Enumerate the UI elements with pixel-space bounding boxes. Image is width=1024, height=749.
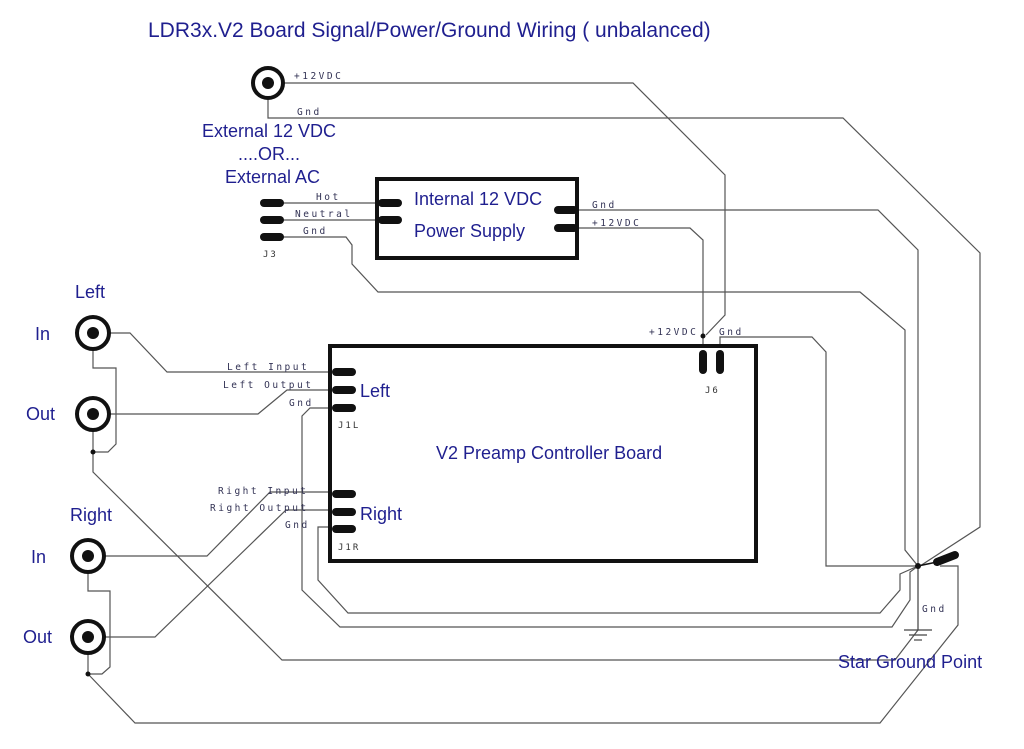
wire-j1l-gnd	[301, 407, 919, 628]
j1l-ref-label: J1L	[338, 421, 360, 431]
psu-title-line1: Internal 12 VDC	[414, 189, 542, 209]
j6-gnd-label: Gnd	[719, 327, 744, 338]
wire-ac-gnd	[272, 236, 919, 567]
wire-right-jack-gnd	[87, 565, 959, 724]
external-dc-jack	[251, 66, 285, 100]
j1r-ref-label: J1R	[338, 543, 360, 553]
psu-title-line2: Power Supply	[414, 221, 525, 241]
j3-neutral-label: Neutral	[295, 209, 353, 220]
wire-ext-gnd	[267, 100, 981, 567]
star-ground-label: Star Ground Point	[838, 652, 982, 672]
right-in-jack	[70, 538, 106, 574]
left-out-label: Out	[26, 404, 55, 424]
left-output-label: Left Output	[223, 380, 313, 391]
j6-12v-label: +12VDC	[649, 327, 698, 338]
diagram-title: LDR3x.V2 Board Signal/Power/Ground Wirin…	[148, 19, 711, 42]
wire-right-input	[95, 491, 340, 557]
j3-ref-label: J3	[263, 250, 278, 260]
right-out-label: Out	[23, 627, 52, 647]
ext-gnd-label: Gnd	[297, 107, 322, 118]
j3-hot-label: Hot	[316, 192, 341, 203]
j3-gnd-label: Gnd	[303, 226, 328, 237]
right-ground-junction	[85, 671, 91, 677]
right-jacks-label: Right	[70, 505, 112, 525]
wire-left-in-gnd	[92, 346, 117, 453]
j3-connector	[260, 199, 284, 241]
psu-gnd-label: Gnd	[592, 200, 617, 211]
j1r-gnd-label: Gnd	[285, 520, 310, 531]
j6-12v-junction	[700, 333, 706, 339]
wire-ext-12v	[280, 82, 726, 336]
left-ground-junction	[90, 449, 96, 455]
left-in-label: In	[35, 324, 50, 344]
wire-j1r-gnd	[317, 526, 919, 614]
earth-ground-icon	[904, 629, 932, 641]
wire-left-input	[95, 332, 340, 373]
star-ground-lug	[933, 551, 959, 566]
j1r-label: Right	[360, 504, 402, 524]
wire-left-output	[95, 389, 340, 415]
wire-right-output	[95, 509, 340, 638]
external-power-line2: ....OR...	[238, 144, 300, 164]
power-supply-box	[375, 177, 579, 260]
left-out-jack	[75, 396, 111, 432]
external-power-line3: External AC	[225, 167, 320, 187]
j1l-gnd-label: Gnd	[289, 398, 314, 409]
right-input-label: Right Input	[218, 486, 308, 497]
psu-12v-label: +12VDC	[592, 218, 641, 229]
earth-gnd-label: Gnd	[922, 604, 947, 615]
left-in-jack	[75, 315, 111, 351]
right-output-label: Right Output	[210, 503, 309, 514]
ext-12v-label: +12VDC	[294, 71, 343, 82]
j1l-label: Left	[360, 381, 390, 401]
right-in-label: In	[31, 547, 46, 567]
wire-right-in-gnd	[87, 569, 111, 675]
preamp-board-title: V2 Preamp Controller Board	[436, 443, 662, 463]
external-power-line1: External 12 VDC	[202, 121, 336, 141]
left-jacks-label: Left	[75, 282, 105, 302]
wires	[87, 82, 981, 724]
wire-psu-gnd	[576, 209, 919, 566]
j6-ref-label: J6	[705, 386, 720, 396]
right-out-jack	[70, 619, 106, 655]
preamp-board-box	[328, 344, 758, 563]
wire-j6-gnd	[719, 336, 918, 567]
left-input-label: Left Input	[227, 362, 309, 373]
wire-psu-12v	[576, 227, 704, 358]
